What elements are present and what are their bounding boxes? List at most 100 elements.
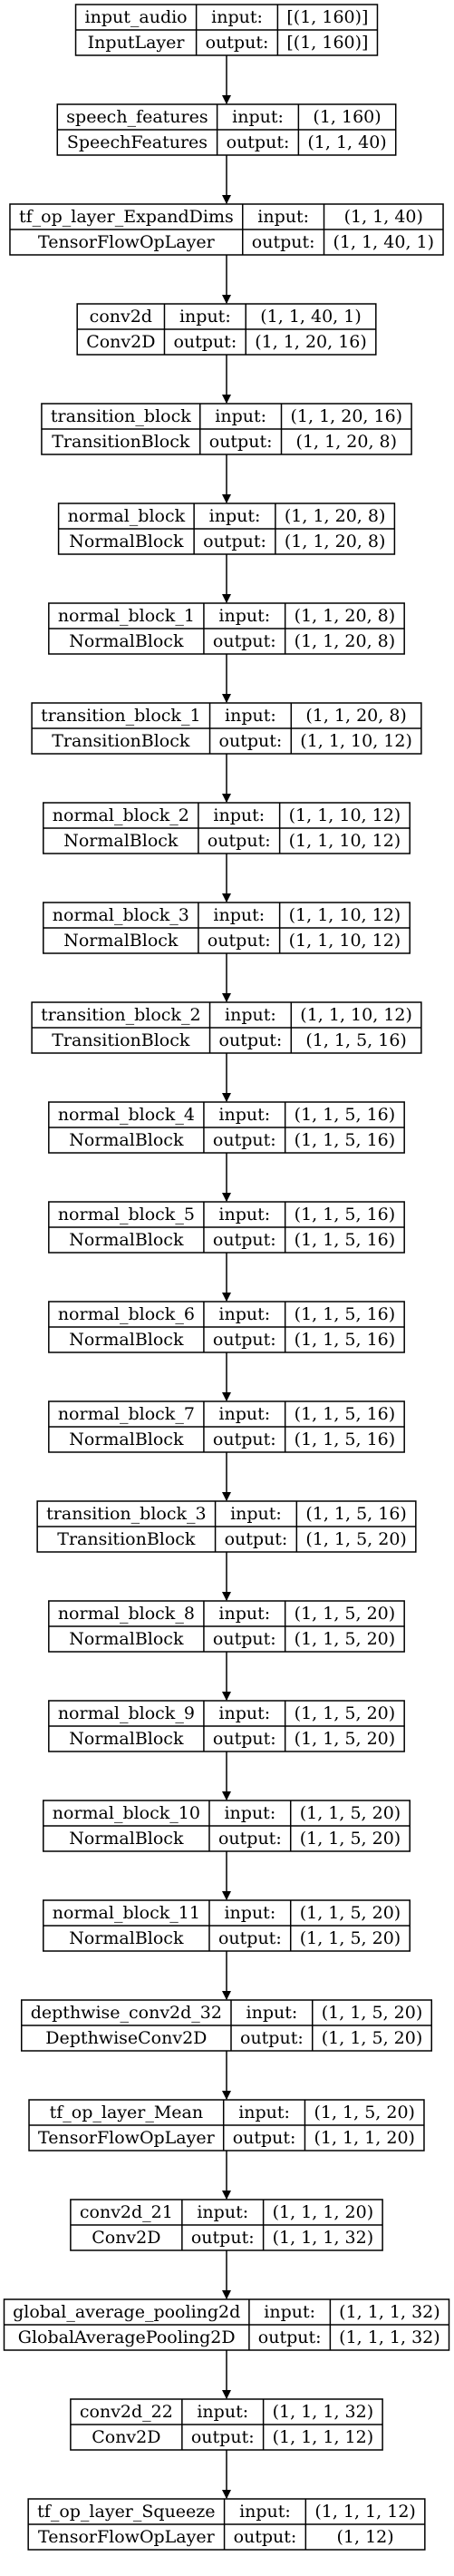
output-port-label: output: [203,532,266,551]
input-shape: (1, 1, 5, 20) [314,2103,415,2122]
layer-node: tf_op_layer_MeanTensorFlowOpLayerinput:o… [28,2099,425,2152]
layer-name: conv2d_22 [80,2402,173,2422]
layer-node: normal_block_4NormalBlockinput:output:(1… [48,1101,405,1154]
input-port-label: input: [197,2202,248,2222]
layer-name: normal_block_11 [53,1903,200,1923]
output-port-label: output: [209,432,273,452]
layer-class: TensorFlowOpLayer [38,2527,216,2547]
input-shape: (1, 1, 5, 16) [295,1304,396,1324]
layer-class: NormalBlock [69,631,184,651]
layer-class: TensorFlowOpLayer [38,2128,216,2148]
layer-node: transition_block_1TransitionBlockinput:o… [31,702,422,755]
input-shape: (1, 1, 5, 16) [295,1404,396,1424]
input-port-label: input: [218,1304,270,1324]
input-shape: (1, 160) [313,107,381,127]
layer-node: normal_block_2NormalBlockinput:output:(1… [43,802,411,854]
output-shape: [(1, 160)] [286,33,368,53]
layer-name: normal_block_2 [53,805,189,825]
output-port-label: output: [234,2527,297,2547]
output-shape: (1, 1, 5, 20) [300,1928,401,1948]
input-shape: (1, 1, 10, 12) [289,905,401,925]
input-port-label: input: [225,706,276,726]
layer-name: transition_block [51,406,191,426]
output-port-label: output: [208,831,271,851]
layer-node: normal_block_8NormalBlockinput:output:(1… [48,1600,405,1653]
layer-name: transition_block_2 [41,1005,200,1025]
output-shape: (1, 1, 1, 32) [339,2327,440,2347]
input-port-label: input: [232,107,284,127]
layer-name: conv2d_21 [80,2202,173,2222]
layer-class: NormalBlock [63,831,179,851]
output-port-label: output: [240,2028,304,2048]
output-shape: (1, 1, 40) [307,132,386,152]
input-port-label: input: [257,207,309,227]
input-port-label: input: [238,2103,290,2122]
layer-node: transition_block_3TransitionBlockinput:o… [36,1500,417,1553]
layer-name: normal_block [68,506,186,526]
input-port-label: input: [239,2502,291,2522]
layer-class: NormalBlock [69,1928,184,1948]
layer-node: normal_block_7NormalBlockinput:output:(1… [48,1400,405,1453]
input-shape: (1, 1, 5, 16) [295,1105,396,1125]
layer-class: Conv2D [92,2427,160,2447]
layer-name: tf_op_layer_ExpandDims [19,207,234,227]
output-port-label: output: [206,33,269,53]
input-shape: (1, 1, 10, 12) [300,1005,412,1025]
input-shape: (1, 1, 20, 16) [291,406,403,426]
layer-class: NormalBlock [69,1429,184,1449]
output-shape: (1, 1, 5, 20) [295,1729,396,1749]
layer-name: normal_block_6 [58,1304,195,1324]
layer-class: GlobalAveragePooling2D [18,2327,236,2347]
input-shape: (1, 1, 20, 8) [285,506,386,526]
input-port-label: input: [224,1803,275,1823]
input-shape: [(1, 160)] [286,7,368,27]
output-port-label: output: [252,232,315,252]
input-shape: (1, 1, 5, 20) [322,2003,423,2023]
output-port-label: output: [219,1030,283,1050]
input-shape: (1, 1, 5, 16) [295,1205,396,1225]
output-port-label: output: [213,1330,276,1350]
layer-node: normal_block_10NormalBlockinput:output:(… [43,1800,411,1852]
input-shape: (1, 1, 5, 20) [295,1703,396,1723]
layer-class: SpeechFeatures [67,132,208,152]
layer-name: global_average_pooling2d [13,2302,240,2322]
output-shape: (1, 1, 10, 12) [300,731,412,751]
output-port-label: output: [191,2228,255,2248]
input-port-label: input: [218,1105,270,1125]
output-shape: (1, 1, 1, 12) [273,2427,374,2447]
layer-class: NormalBlock [69,1629,184,1649]
input-shape: (1, 1, 20, 8) [295,606,396,626]
output-port-label: output: [225,1529,288,1549]
input-shape: (1, 1, 1, 12) [314,2502,416,2522]
layer-name: conv2d [90,307,152,327]
input-port-label: input: [218,1604,270,1624]
output-shape: (1, 1, 1, 20) [314,2128,415,2148]
input-port-label: input: [179,307,231,327]
output-shape: (1, 1, 5, 16) [305,1030,407,1050]
layer-name: normal_block_10 [53,1803,200,1823]
layer-class: NormalBlock [69,1230,184,1250]
layer-name: transition_block_1 [41,706,200,726]
layer-class: NormalBlock [69,1330,184,1350]
output-shape: (1, 1, 20, 8) [285,532,386,551]
output-shape: (1, 1, 5, 16) [295,1330,396,1350]
input-port-label: input: [218,1205,270,1225]
layer-name: normal_block_4 [58,1105,195,1125]
layer-name: normal_block_9 [58,1703,195,1723]
layer-name: normal_block_1 [58,606,195,626]
output-port-label: output: [233,2128,296,2148]
input-port-label: input: [224,1903,275,1923]
output-shape: (1, 1, 10, 12) [289,931,401,951]
input-port-label: input: [264,2302,315,2322]
layer-node: normal_block_11NormalBlockinput:output:(… [43,1899,411,1952]
layer-name: depthwise_conv2d_32 [31,2003,222,2023]
input-port-label: input: [209,506,261,526]
input-port-label: input: [215,406,266,426]
input-shape: (1, 1, 5, 20) [295,1604,396,1624]
input-shape: (1, 1, 1, 32) [339,2302,440,2322]
layer-name: tf_op_layer_Squeeze [37,2502,215,2522]
input-port-label: input: [218,1703,270,1723]
